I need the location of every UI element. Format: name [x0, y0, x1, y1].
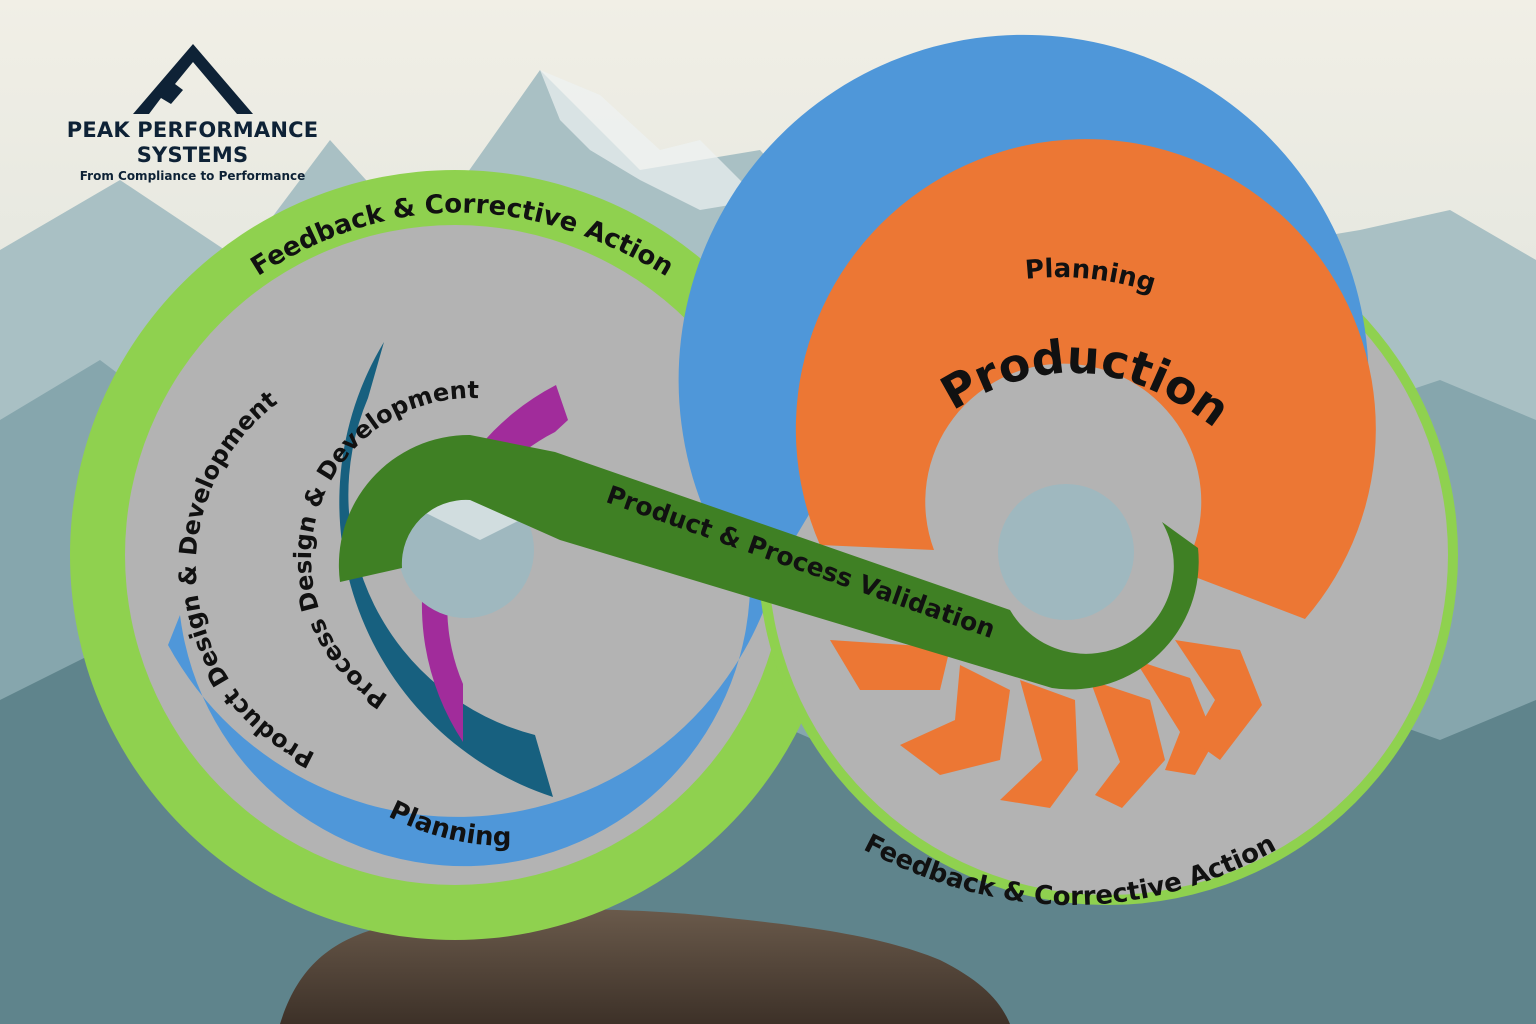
snow-peak-center — [540, 70, 760, 210]
left-planning-band — [168, 520, 786, 867]
brand-name-line1: PEAK PERFORMANCE — [66, 118, 319, 142]
mountain-peak-icon — [132, 44, 253, 114]
brand-tagline: From Compliance to Performance — [79, 169, 306, 183]
right-hub-hole — [998, 484, 1134, 620]
production-arc — [795, 139, 1376, 620]
left-loop — [70, 170, 840, 940]
right-loop — [678, 34, 1458, 905]
production-output-arrows — [830, 640, 1262, 808]
brand-logo: PEAK PERFORMANCE SYSTEMS From Compliance… — [60, 40, 325, 184]
brand-name-line2: SYSTEMS — [136, 143, 249, 167]
validation-band — [338, 434, 1199, 690]
